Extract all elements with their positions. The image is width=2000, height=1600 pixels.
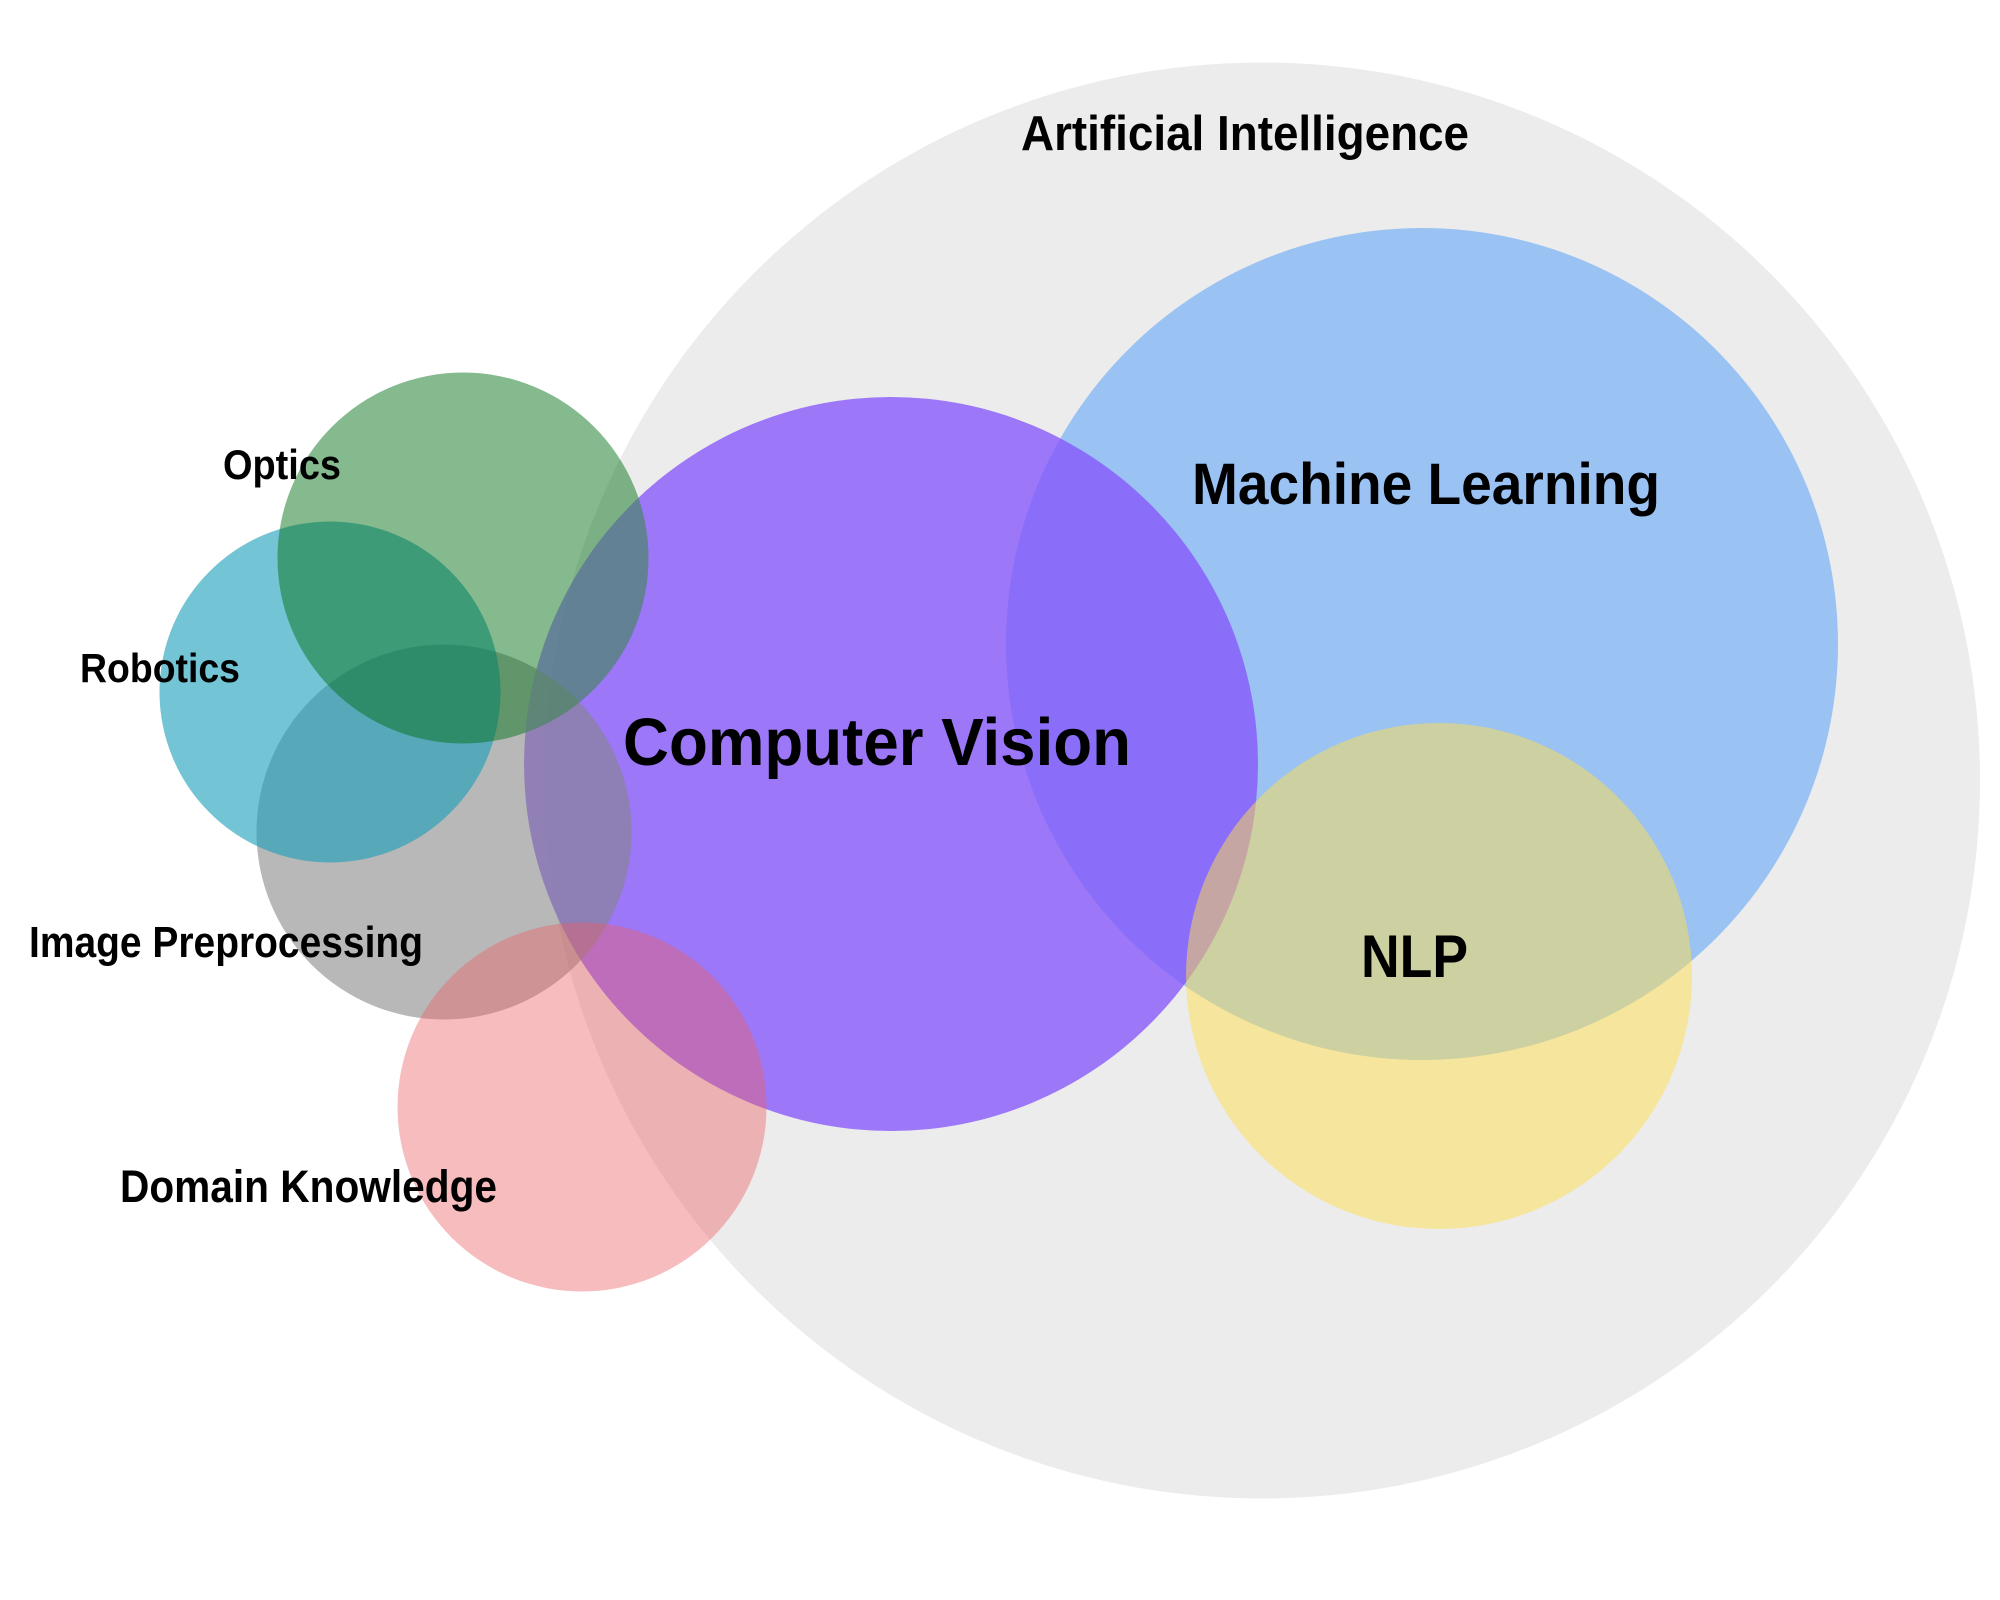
svg-text:Computer Vision: Computer Vision [623,705,1131,780]
svg-text:Optics: Optics [223,441,341,488]
svg-text:Machine Learning: Machine Learning [1192,452,1660,517]
svg-text:Domain Knowledge: Domain Knowledge [120,1161,497,1212]
svg-text:Image Preprocessing: Image Preprocessing [29,918,423,967]
svg-text:NLP: NLP [1361,923,1468,990]
svg-text:Robotics: Robotics [80,645,240,691]
svg-text:Artificial Intelligence: Artificial Intelligence [1021,107,1469,161]
